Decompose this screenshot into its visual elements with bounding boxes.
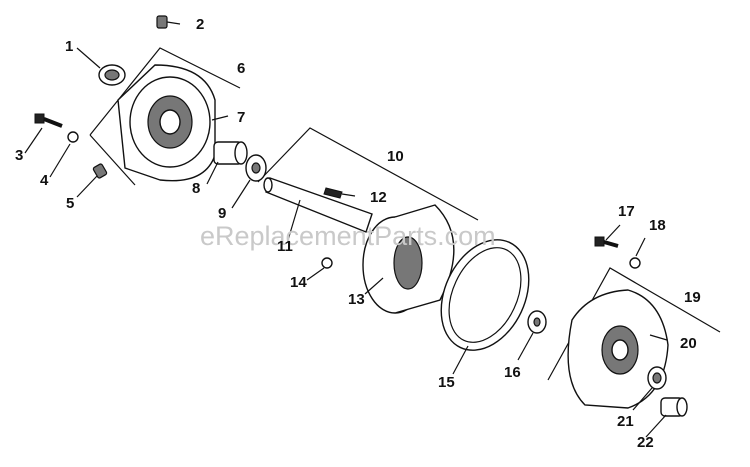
callout-21: 21 [617,413,634,430]
callout-4: 4 [40,172,49,189]
callout-22: 22 [637,434,654,451]
watermark: eReplacementParts.com [200,221,496,251]
callout-13: 13 [348,291,365,308]
callout-8: 8 [192,180,200,197]
part-2-plug [156,15,168,29]
callout-18: 18 [649,217,666,234]
callout-5: 5 [66,195,74,212]
callout-17: 17 [618,203,635,220]
callout-6: 6 [237,60,245,77]
part-15-gasket [440,239,530,351]
callout-7: 7 [237,109,245,126]
part-3-bolt [34,113,63,128]
part-22-bushing [660,397,688,417]
part-12-key [323,187,343,199]
part-9-washer [245,154,267,182]
part-13-rotor [362,204,455,314]
group-bracket-6 [89,47,241,186]
callout-19: 19 [684,289,701,306]
part-11-shaft [263,177,373,233]
part-17-bolt [594,236,619,248]
callout-9: 9 [218,205,226,222]
part-16-washer [527,310,547,334]
part-8-bushing [213,141,248,165]
callout-20: 20 [680,335,697,352]
callout-14: 14 [290,274,307,291]
part-14-nut [321,257,333,269]
callout-10: 10 [387,148,404,165]
leader-lines [24,21,668,438]
part-19-housing [567,289,669,409]
callout-11: 11 [277,238,293,255]
callout-1: 1 [65,38,73,55]
part-6-housing [117,64,216,182]
part-21-seal [647,366,667,390]
callout-12: 12 [370,189,387,206]
part-1-seal [98,64,126,86]
callout-15: 15 [438,374,455,391]
group-bracket-10 [257,127,479,221]
part-18-washer [629,257,641,269]
callout-16: 16 [504,364,521,381]
part-5-plug [92,163,108,179]
callout-3: 3 [15,147,23,164]
callout-2: 2 [196,16,204,33]
part-4-washer [67,131,79,143]
